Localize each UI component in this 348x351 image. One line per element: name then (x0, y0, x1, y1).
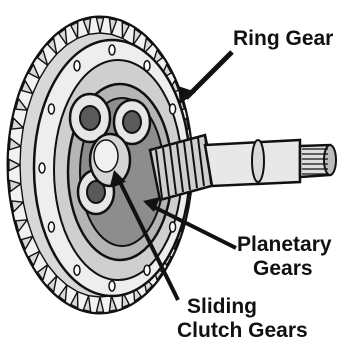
clutch-gears-label-line1: Sliding (177, 295, 308, 319)
bolt-hole (48, 222, 54, 232)
sliding-clutch-gear (90, 134, 130, 186)
drive-shaft (205, 140, 336, 186)
ring-gear-label-text: Ring Gear (233, 27, 333, 51)
ring-gear-label: Ring Gear (233, 27, 333, 51)
bolt-hole (144, 265, 150, 275)
planetary-gears-label-line2: Gears (237, 257, 332, 281)
bolt-hole (109, 281, 115, 291)
planetary-gears-label-line1: Planetary (237, 233, 332, 257)
bolt-hole (74, 61, 80, 71)
bolt-hole (74, 265, 80, 275)
bolt-hole (39, 163, 45, 173)
clutch-gears-label-line2: Clutch Gears (177, 319, 308, 343)
sliding-clutch-gears-label: Sliding Clutch Gears (177, 295, 308, 343)
bolt-hole (170, 222, 176, 232)
planetary-gears-label: Planetary Gears (237, 233, 332, 281)
bolt-hole (144, 61, 150, 71)
bolt-hole (109, 45, 115, 55)
bolt-hole (48, 104, 54, 114)
bolt-hole (170, 104, 176, 114)
